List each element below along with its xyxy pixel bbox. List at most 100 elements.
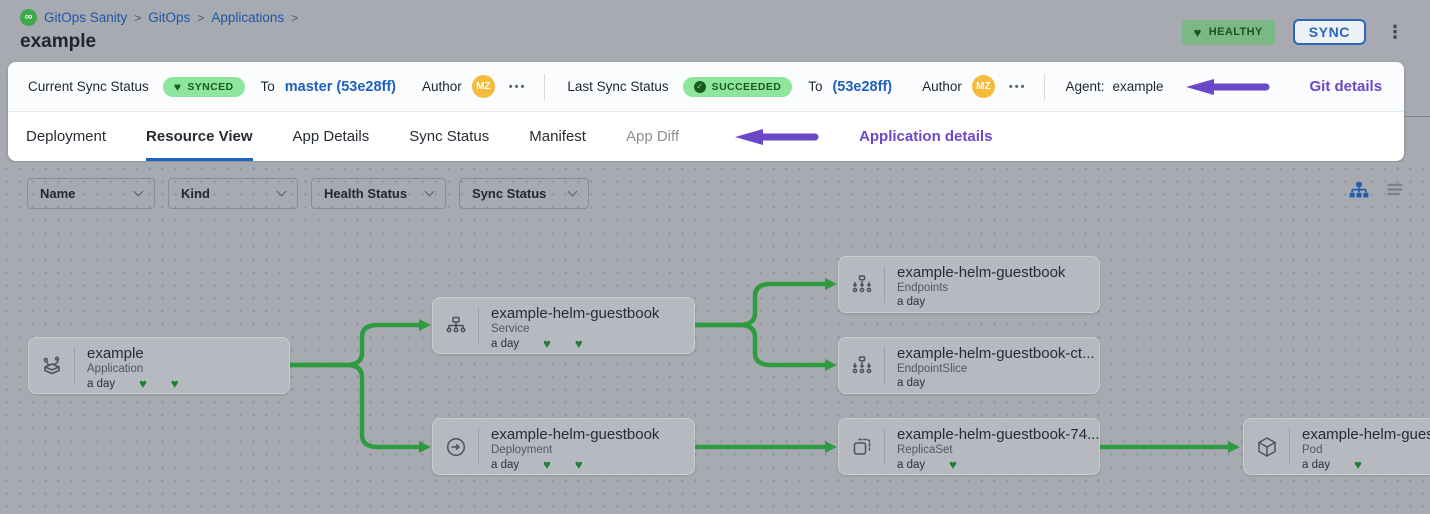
breadcrumb-separator: > xyxy=(134,11,141,25)
node-title: example-helm-guestbook-74... xyxy=(897,426,1099,443)
tab-manifest[interactable]: Manifest xyxy=(529,112,586,161)
node-application-example[interactable]: example Application a day ♥ ♥ xyxy=(28,337,290,394)
tab-sync-status[interactable]: Sync Status xyxy=(409,112,489,161)
node-kind: Endpoints xyxy=(897,282,1065,294)
chevron-down-icon xyxy=(425,187,435,197)
node-pod-example-helm-guest[interactable]: example-helm-guest Pod a day ♥ xyxy=(1243,418,1430,475)
tab-resource-view[interactable]: Resource View xyxy=(146,112,252,161)
breadcrumb-item-gitops-sanity[interactable]: GitOps Sanity xyxy=(44,10,127,25)
sync-status-bar: Current Sync Status ♥ SYNCED To master (… xyxy=(8,62,1404,111)
breadcrumb: ∞ GitOps Sanity > GitOps > Applications … xyxy=(20,9,298,26)
replicaset-icon xyxy=(839,428,885,465)
sync-button[interactable]: SYNC xyxy=(1293,19,1366,45)
last-revision-link[interactable]: (53e28ff) xyxy=(832,79,892,95)
application-icon xyxy=(29,347,75,384)
node-deployment-example-helm-guestbook[interactable]: example-helm-guestbook Deployment a day … xyxy=(432,418,695,475)
breadcrumb-separator: > xyxy=(197,11,204,25)
tab-app-diff[interactable]: App Diff xyxy=(626,112,679,161)
node-service-example-helm-guestbook[interactable]: example-helm-guestbook Service a day ♥ ♥ xyxy=(432,297,695,354)
breadcrumb-item-gitops[interactable]: GitOps xyxy=(148,10,190,25)
last-sync-status-label: Last Sync Status xyxy=(567,79,668,94)
tabs-annotation: Application details xyxy=(733,112,992,161)
to-label: To xyxy=(808,79,822,94)
divider xyxy=(1044,74,1045,100)
endpointslice-icon xyxy=(839,347,885,384)
node-title: example xyxy=(87,345,179,362)
breadcrumb-item-applications[interactable]: Applications xyxy=(211,10,284,25)
node-kind: Service xyxy=(491,323,659,335)
page-title: example xyxy=(20,31,96,53)
tab-app-details[interactable]: App Details xyxy=(293,112,370,161)
app-header-panel: Current Sync Status ♥ SYNCED To master (… xyxy=(8,62,1404,161)
health-heart-icon: ♥ xyxy=(1354,458,1362,471)
filter-label: Sync Status xyxy=(472,186,546,201)
chevron-down-icon xyxy=(134,187,144,197)
node-title: example-helm-guestbook xyxy=(491,426,659,443)
heart-icon: ♥ xyxy=(1194,26,1202,39)
filter-dropdown-name[interactable]: Name xyxy=(27,178,155,209)
service-icon xyxy=(433,307,479,344)
annotation-arrow-left-icon xyxy=(733,127,819,147)
node-endpoints-example-helm-guestbook[interactable]: example-helm-guestbook Endpoints a day xyxy=(838,256,1100,313)
background-line xyxy=(1404,116,1430,117)
node-kind: ReplicaSet xyxy=(897,444,1099,456)
filter-dropdown-kind[interactable]: Kind xyxy=(168,178,298,209)
health-heart-icon: ♥ xyxy=(575,337,583,350)
filter-label: Health Status xyxy=(324,186,407,201)
node-age: a day xyxy=(897,459,925,471)
health-heart-icon: ♥ xyxy=(171,377,179,390)
succeeded-badge-label: SUCCEEDED xyxy=(712,81,782,93)
current-revision-link[interactable]: master (53e28ff) xyxy=(285,79,396,95)
health-status-badge: ♥ HEALTHY xyxy=(1182,20,1275,45)
check-circle-icon: ✓ xyxy=(694,81,706,93)
author-avatar[interactable]: MZ xyxy=(972,75,995,98)
node-age: a day xyxy=(491,338,519,350)
chevron-down-icon xyxy=(568,187,578,197)
divider xyxy=(544,74,545,100)
node-title: example-helm-guestbook xyxy=(897,264,1065,281)
node-replicaset-example-helm-guestbook-74[interactable]: example-helm-guestbook-74... ReplicaSet … xyxy=(838,418,1100,475)
author-avatar[interactable]: MZ xyxy=(472,75,495,98)
more-options-icon[interactable]: ••• xyxy=(509,81,527,93)
health-heart-icon: ♥ xyxy=(543,458,551,471)
node-title: example-helm-guest xyxy=(1302,426,1430,443)
health-heart-icon: ♥ xyxy=(139,377,147,390)
git-details-annotation: Git details xyxy=(1310,78,1383,95)
to-label: To xyxy=(261,79,275,94)
succeeded-status-badge: ✓ SUCCEEDED xyxy=(683,77,793,97)
deployment-icon xyxy=(433,428,479,465)
node-kind: Pod xyxy=(1302,444,1430,456)
filter-label: Kind xyxy=(181,186,210,201)
gitops-logo-icon: ∞ xyxy=(20,9,37,26)
health-badge-label: HEALTHY xyxy=(1209,26,1263,38)
node-kind: EndpointSlice xyxy=(897,363,1095,375)
filter-label: Name xyxy=(40,186,75,201)
application-details-annotation: Application details xyxy=(859,128,992,145)
node-age: a day xyxy=(1302,459,1330,471)
chevron-down-icon xyxy=(277,187,287,197)
node-age: a day xyxy=(491,459,519,471)
node-age: a day xyxy=(897,377,925,389)
tab-deployment[interactable]: Deployment xyxy=(26,112,106,161)
kebab-menu-icon[interactable]: ⋮ xyxy=(1384,23,1406,41)
node-title: example-helm-guestbook xyxy=(491,305,659,322)
tree-view-icon[interactable] xyxy=(1348,180,1370,202)
node-title: example-helm-guestbook-ct... xyxy=(897,345,1095,362)
annotation-arrow-left-icon xyxy=(1184,77,1270,97)
health-heart-icon: ♥ xyxy=(543,337,551,350)
header-actions: ♥ HEALTHY SYNC ⋮ xyxy=(1182,19,1406,45)
breadcrumb-separator: > xyxy=(291,11,298,25)
author-label: Author xyxy=(422,79,462,94)
node-endpointslice-example-helm-guestbook-ct[interactable]: example-helm-guestbook-ct... EndpointSli… xyxy=(838,337,1100,394)
filter-dropdown-health-status[interactable]: Health Status xyxy=(311,178,446,209)
more-options-icon[interactable]: ••• xyxy=(1009,81,1027,93)
filter-dropdown-sync-status[interactable]: Sync Status xyxy=(459,178,589,209)
list-view-icon[interactable] xyxy=(1384,180,1406,202)
filter-bar: Name Kind Health Status Sync Status xyxy=(27,178,589,209)
node-age: a day xyxy=(87,378,115,390)
view-toggle xyxy=(1348,180,1406,202)
synced-badge-label: SYNCED xyxy=(187,81,233,93)
endpoints-icon xyxy=(839,266,885,303)
author-label: Author xyxy=(922,79,962,94)
current-sync-status-label: Current Sync Status xyxy=(28,79,149,94)
